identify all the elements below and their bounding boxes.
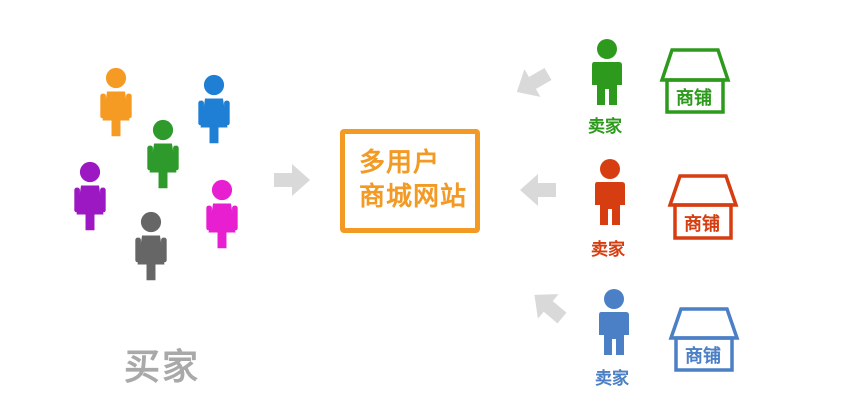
shop-label: 商铺 — [684, 214, 720, 235]
seller-figure-green — [592, 39, 622, 105]
seller-figure-blue — [599, 289, 629, 355]
arrow-seller1-to-site — [508, 60, 556, 106]
seller-label: 卖家 — [591, 240, 625, 260]
arrow-buyers-to-site — [274, 164, 310, 196]
arrow-seller3-to-site — [524, 282, 573, 331]
buyer-figure-green — [147, 119, 179, 189]
center-site-label: 多用户 商城网站 — [359, 146, 467, 214]
shop-label: 商铺 — [685, 346, 721, 367]
seller-label: 卖家 — [588, 117, 622, 137]
center-site-box: 多用户 商城网站 — [340, 129, 480, 233]
shop-icon-blue — [668, 307, 740, 372]
shop-icon-green — [659, 48, 731, 114]
center-line2: 商城网站 — [359, 182, 468, 212]
buyer-figure-gray — [135, 211, 167, 281]
shop-icon-red — [667, 174, 739, 240]
shop-label: 商铺 — [676, 88, 712, 109]
buyer-figure-blue — [198, 74, 230, 144]
arrow-seller2-to-site — [520, 174, 556, 206]
buyer-figure-purple — [74, 161, 106, 231]
center-line1: 多用户 — [359, 148, 441, 178]
seller-label: 卖家 — [595, 369, 629, 389]
buyer-figure-magenta — [206, 179, 238, 249]
buyers-label: 买家 — [124, 347, 201, 388]
buyer-figure-orange — [100, 67, 132, 137]
seller-figure-red — [595, 159, 625, 225]
